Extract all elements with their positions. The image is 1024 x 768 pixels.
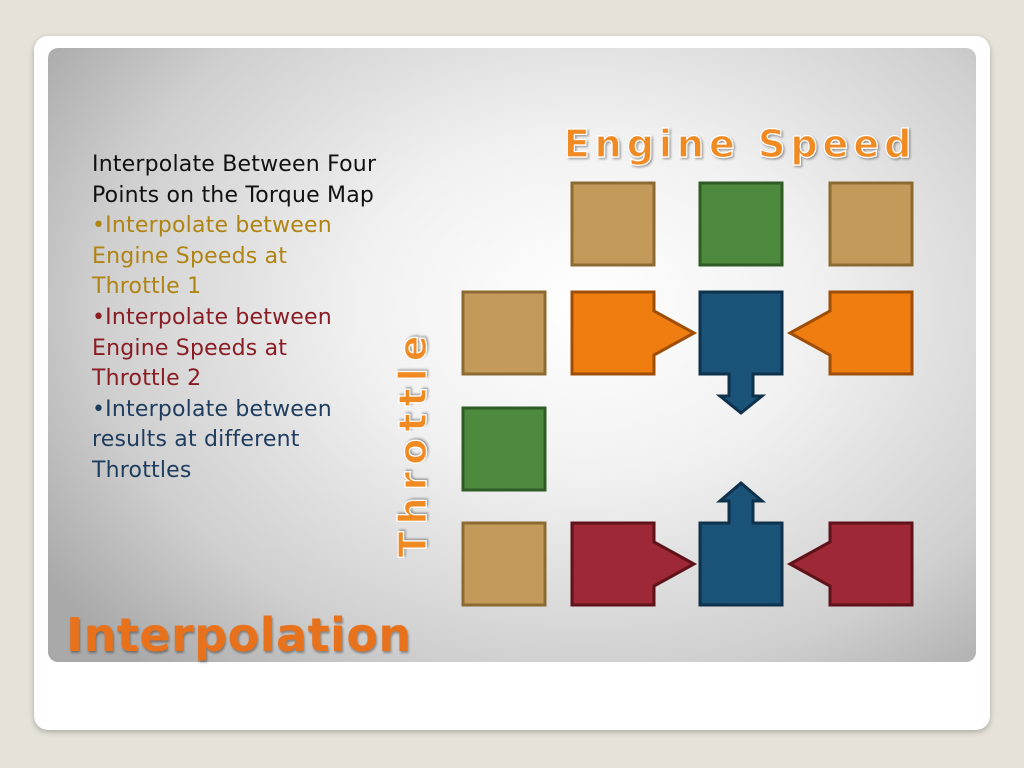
grid-cell-row3-left <box>461 406 547 492</box>
intro-text: Interpolate Between Four Points on the T… <box>92 152 377 208</box>
orange-right-arrow <box>570 290 698 376</box>
grid-cell-top-2 <box>698 181 784 267</box>
slide-title: Interpolation <box>66 608 412 662</box>
grid-cell-top-1 <box>570 181 656 267</box>
grid-cell-row4-left <box>461 521 547 607</box>
bullet-2: •Interpolate between Engine Speeds at Th… <box>92 304 332 392</box>
red-right-arrow <box>570 521 698 607</box>
orange-left-arrow <box>786 290 914 376</box>
blue-up-arrow <box>698 481 784 607</box>
bullet-1: •Interpolate between Engine Speeds at Th… <box>92 213 332 300</box>
grid-cell-row2-left <box>461 290 547 376</box>
body-text: Interpolate Between Four Points on the T… <box>92 150 382 487</box>
throttle-label: Throttle <box>391 329 435 558</box>
bullet-3: •Interpolate between results at differen… <box>92 396 332 483</box>
red-left-arrow <box>786 521 914 607</box>
engine-speed-label: Engine Speed <box>564 122 917 166</box>
blue-down-arrow <box>698 290 784 415</box>
grid-cell-top-3 <box>828 181 914 267</box>
